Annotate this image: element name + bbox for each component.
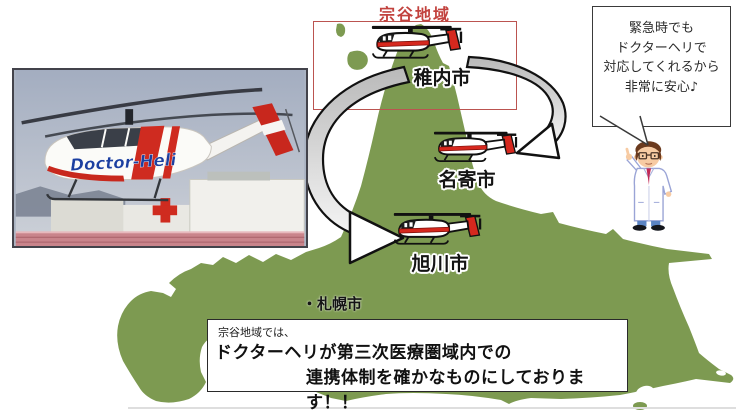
city-label-asahikawa: 旭川市	[411, 253, 469, 275]
photo-helicopter-title: Doctor-Heli	[70, 150, 177, 175]
arrowhead-asahikawa	[348, 210, 405, 265]
doctor-heli-photo: Doctor-Heli	[12, 68, 308, 248]
photo-helicopter: Doctor-Heli	[21, 87, 301, 202]
caption-line-1: 宗谷地域では、	[218, 326, 295, 339]
bottom-rule-line	[128, 407, 736, 409]
wakkanai-helicopter-icon	[370, 24, 465, 62]
bubble-line-4: 非常に安心♪	[624, 79, 699, 95]
soya-region-title: 宗谷地域	[378, 5, 451, 24]
bubble-line-1: 緊急時でも	[628, 21, 694, 36]
nemuro-curl-notch	[716, 370, 726, 376]
doctor-character	[625, 141, 673, 231]
caption-box: 宗谷地域では、 ドクターヘリが第三次医療圏域内での 連携体制を確かなものにしてお…	[207, 319, 628, 413]
rishiri-island	[347, 50, 368, 70]
southeast-bay-notch	[636, 385, 654, 399]
photo-helipad-deck	[15, 231, 305, 246]
city-label-nayoro: 名寄市	[438, 169, 496, 191]
photo-hospital-building	[50, 171, 305, 237]
arrow-wakkanai-to-asahikawa	[302, 65, 411, 236]
caption-line-2: ドクターヘリが第三次医療圏域内での	[215, 343, 512, 363]
bubble-line-3: 対応してくれるから	[603, 60, 720, 75]
doctor-heli-photo-art: Doctor-Heli	[15, 70, 305, 246]
speech-bubble: 緊急時でも ドクターヘリで 対応してくれるから 非常に安心♪	[592, 6, 731, 127]
asahikawa-helicopter-icon	[392, 211, 484, 248]
caption-line-3: 連携体制を確かなものにしております！！	[306, 368, 585, 413]
city-label-wakkanai: 稚内市	[413, 67, 471, 89]
rebun-island	[336, 23, 346, 37]
doctor-art	[625, 141, 673, 231]
arrowhead-nayoro	[515, 122, 561, 160]
speech-bubble-tail	[599, 115, 649, 146]
bubble-line-2: ドクターヘリで	[616, 40, 707, 56]
nayoro-helicopter-icon	[432, 130, 520, 165]
city-label-sapporo: ・札幌市	[302, 295, 363, 313]
